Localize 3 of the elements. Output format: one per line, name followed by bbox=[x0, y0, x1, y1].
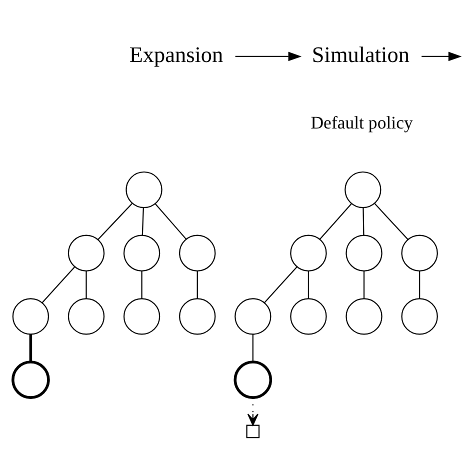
node-text: Expansion bbox=[129, 42, 224, 67]
node-text: Simulation bbox=[312, 42, 410, 67]
label: Default policy bbox=[310, 112, 413, 132]
